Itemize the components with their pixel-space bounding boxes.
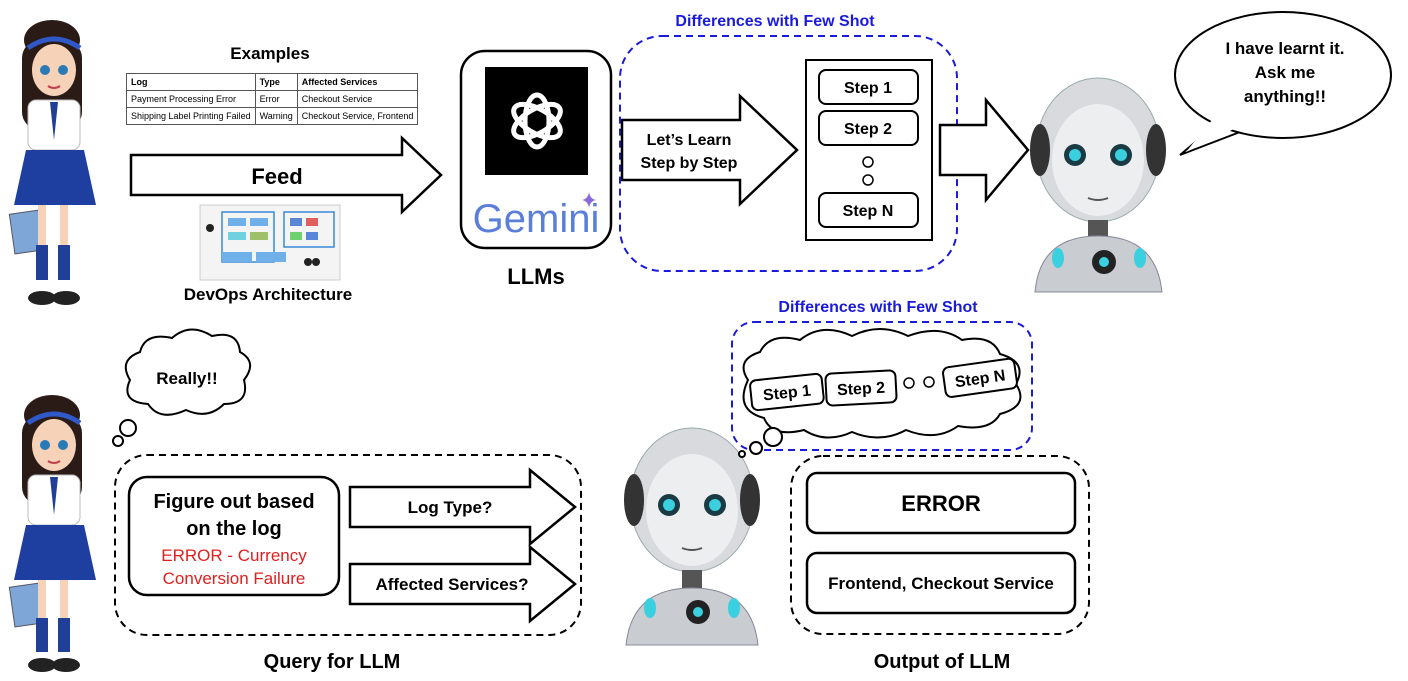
output-type-value: ERROR (901, 491, 981, 516)
thought-step-2: Step 2 (824, 369, 898, 407)
openai-logo-tile (485, 67, 588, 175)
output-services-box (805, 551, 1077, 615)
affected-services-question: Affected Services? (375, 575, 528, 594)
to-robot-arrow (938, 96, 1030, 204)
examples-header-type: Type (254, 73, 298, 91)
output-label: Output of LLM (874, 651, 1011, 673)
step-box-1 (818, 69, 919, 105)
openai-logo-icon (511, 92, 563, 150)
table-cell: Error (254, 90, 298, 108)
table-cell: Warning (254, 107, 298, 125)
output-services-value: Frontend, Checkout Service (828, 574, 1054, 593)
girl-thought-text: Really!! (156, 369, 217, 388)
affected-services-arrow (348, 544, 577, 624)
ellipsis-dot (923, 376, 935, 388)
query-box (127, 475, 341, 597)
output-type-box (805, 471, 1077, 535)
thought-step-n-label: Step N (954, 367, 1007, 391)
query-title-line2: on the log (186, 518, 282, 540)
log-type-arrow (348, 467, 577, 547)
llms-label: LLMs (507, 264, 564, 289)
girl-thought-cloud (112, 328, 251, 447)
learn-arrow-line2: Step by Step (641, 155, 738, 172)
examples-table-header-row: Log Type Affected Services (126, 73, 419, 91)
robot-speech-line3: anything!! (1244, 87, 1326, 106)
examples-header-affected-services: Affected Services (296, 73, 419, 91)
feed-label: Feed (251, 164, 302, 189)
step-box-2 (818, 110, 919, 146)
feed-arrow (129, 135, 443, 215)
thought-step-2-label: Step 2 (837, 380, 886, 399)
log-type-question: Log Type? (408, 498, 493, 517)
query-region (114, 454, 582, 636)
examples-header-log: Log (126, 73, 256, 91)
robot-speech-line2: Ask me (1255, 63, 1315, 82)
table-row: Payment Processing Error Error Checkout … (126, 90, 419, 108)
learn-arrow (620, 93, 799, 207)
girl-top-illustration (8, 20, 96, 305)
query-log-line1: ERROR - Currency (161, 546, 307, 565)
devops-architecture-image (199, 204, 341, 281)
step-label-1: Step 1 (844, 80, 892, 97)
query-label: Query for LLM (264, 651, 401, 673)
step-label-2: Step 2 (844, 121, 892, 138)
table-cell: Checkout Service (296, 90, 419, 108)
table-row: Shipping Label Printing Failed Warning C… (126, 107, 419, 125)
examples-table: Log Type Affected Services Payment Proce… (126, 73, 419, 125)
learn-arrow-line1: Let’s Learn (647, 132, 732, 149)
step-label-n: Step N (843, 203, 894, 220)
robot-speech-line1: I have learnt it. (1225, 39, 1344, 58)
robot-top-illustration (1030, 77, 1166, 293)
table-cell: Payment Processing Error (126, 90, 256, 108)
ellipsis-dot (862, 156, 874, 168)
robot-speech-bubble (1174, 11, 1392, 156)
girl-bottom-illustration (8, 395, 96, 672)
table-cell: Shipping Label Printing Failed (126, 107, 256, 125)
robot-bottom-illustration (624, 427, 760, 646)
ellipsis-dot (862, 174, 874, 186)
ellipsis-dot (903, 377, 915, 389)
gemini-sparkle-icon (582, 192, 596, 208)
table-cell: Checkout Service, Frontend (296, 107, 419, 125)
few-shot-title-top: Differences with Few Shot (675, 13, 875, 30)
thought-step-n: Step N (942, 357, 1018, 398)
thought-step-1-label: Step 1 (762, 383, 812, 405)
step-box-n (818, 192, 919, 228)
gemini-logo: Gemini (473, 197, 600, 241)
devops-architecture-label: DevOps Architecture (184, 285, 352, 304)
few-shot-region-top (619, 35, 958, 272)
query-title-line1: Figure out based (153, 491, 314, 513)
output-region (790, 455, 1090, 635)
examples-title: Examples (230, 44, 309, 63)
query-log-line2: Conversion Failure (163, 569, 306, 588)
few-shot-title-bottom: Differences with Few Shot (778, 299, 978, 316)
thought-step-1: Step 1 (749, 372, 825, 412)
